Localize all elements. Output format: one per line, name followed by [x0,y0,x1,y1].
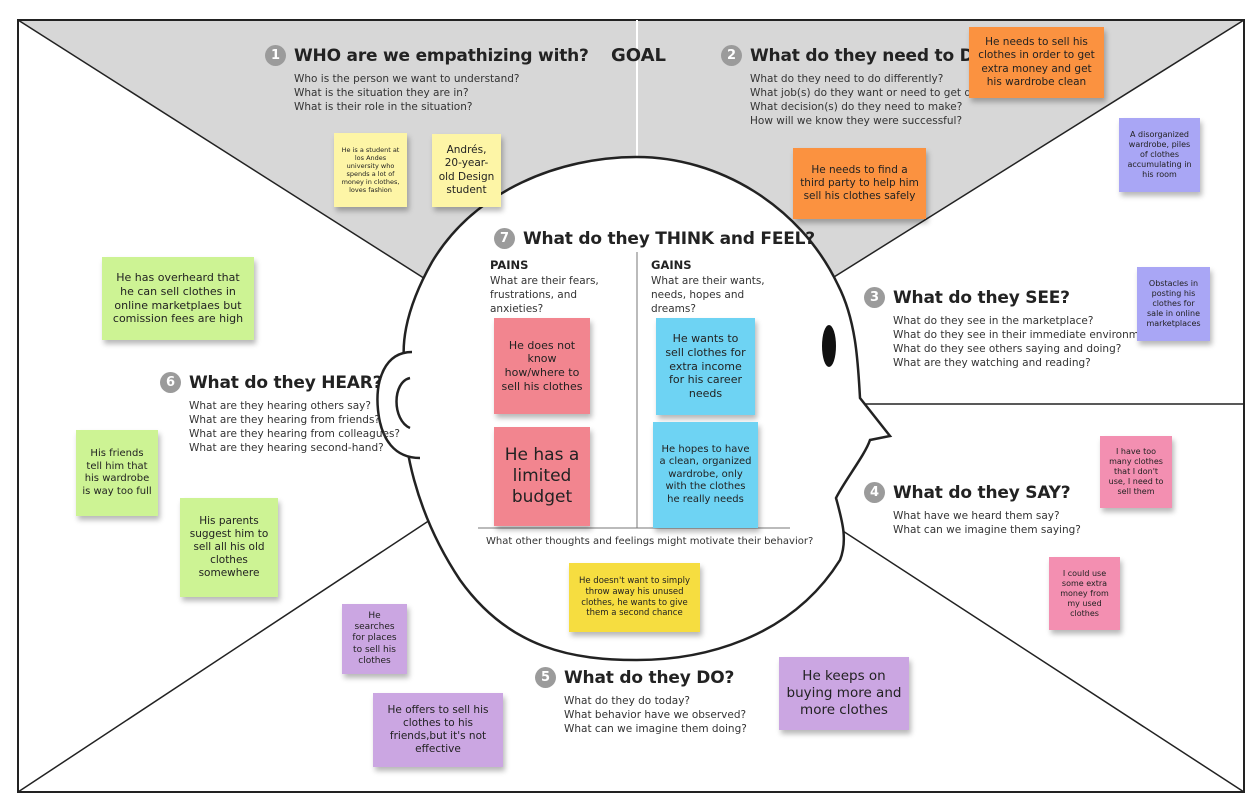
section-title-hear: What do they HEAR? [189,372,383,393]
sticky-note-wants-sell[interactable]: He wants to sell clothes for extra incom… [656,318,755,415]
gains-title: GAINS [651,258,692,272]
head-outline [402,155,893,662]
pains-title: PAINS [490,258,529,272]
question: Who is the person we want to understand? [294,73,520,85]
section-title-see: What do they SEE? [893,287,1070,308]
question: What do they see in their immediate envi… [893,329,1162,341]
divider-diagonal-bottom-left [17,519,431,793]
question: What are they hearing second-hand? [189,442,384,454]
question: What do they do today? [564,695,690,707]
goal-label: GOAL [611,45,666,66]
map-frame [17,19,1245,793]
sticky-note-offers[interactable]: He offers to sell his clothes to his fri… [373,693,503,767]
section-number-3: 3 [864,287,885,308]
sticky-note-obstacles[interactable]: Obstacles in posting his clothes for sal… [1137,267,1210,341]
gains-description: What are their wants, needs, hopes and d… [651,275,765,315]
section-title-who: WHO are we empathizing with? [294,45,589,66]
question: What job(s) do they want or need to get … [750,87,997,99]
question: What are they watching and reading? [893,357,1091,369]
sticky-note-sell-money[interactable]: He needs to sell his clothes in order to… [969,27,1104,98]
ear-inner [395,376,411,430]
sticky-note-student[interactable]: He is a student at los Andes university … [334,133,407,207]
question: What is the situation they are in? [294,87,469,99]
question: What behavior have we observed? [564,709,747,721]
think-bottom-question: What other thoughts and feelings might m… [486,536,814,547]
sticky-note-disorganized[interactable]: A disorganized wardrobe, piles of clothe… [1119,118,1200,192]
section-number-7: 7 [494,228,515,249]
section-number-5: 5 [535,667,556,688]
sticky-note-andres[interactable]: Andrés, 20-year-old Design student [432,134,501,207]
divider-diagonal-top-left [17,19,431,283]
section-number-2: 2 [721,45,742,66]
sticky-note-hopes[interactable]: He hopes to have a clean, organized ward… [653,422,758,528]
sticky-note-extra-money[interactable]: I could use some extra money from my use… [1049,557,1120,630]
question: What do they see in the marketplace? [893,315,1094,327]
section-title-do: What do they DO? [564,667,735,688]
section-need-to-do: 2 What do they need to DO? What do they … [721,45,998,128]
sticky-note-keeps[interactable]: He keeps on buying more and more clothes [779,657,909,730]
sticky-note-friends-tell[interactable]: His friends tell him that his wardrobe i… [76,430,158,516]
section-do: 5 What do they DO? What do they do today… [535,667,747,736]
sticky-note-searches[interactable]: He searches for places to sell his cloth… [342,604,407,674]
sticky-note-budget[interactable]: He has a limited budget [494,427,590,526]
question: What have we heard them say? [893,510,1060,522]
section-title-think-feel: What do they THINK and FEEL? [523,228,815,249]
sticky-note-too-many[interactable]: I have too many clothes that I don't use… [1100,436,1172,508]
sticky-note-throw-away[interactable]: He doesn't want to simply throw away his… [569,563,700,632]
eye [822,325,836,367]
section-title-say: What do they SAY? [893,482,1071,503]
question: How will we know they were successful? [750,115,963,127]
question: What do they see others saying and doing… [893,343,1122,355]
question: What is their role in the situation? [294,101,473,113]
pains-description: What are their fears, frustrations, and … [490,275,599,315]
sticky-note-parents[interactable]: His parents suggest him to sell all his … [180,498,278,597]
section-who: 1 WHO are we empathizing with? Who is th… [265,45,589,114]
question: What decision(s) do they need to make? [750,101,963,113]
section-see: 3 What do they SEE? What do they see in … [864,287,1162,370]
sticky-note-not-know[interactable]: He does not know how/where to sell his c… [494,318,590,414]
divider-diagonal-bottom-right [825,519,1245,793]
section-title-need-to-do: What do they need to DO? [750,45,998,66]
section-hear: 6 What do they HEAR? What are they heari… [160,372,400,455]
section-number-1: 1 [265,45,286,66]
question: What are they hearing from colleagues? [189,428,400,440]
question: What are they hearing others say? [189,400,371,412]
divider-diagonal-top-right [825,19,1245,283]
question: What can we imagine them doing? [564,723,747,735]
sticky-note-third-party[interactable]: He needs to find a third party to help h… [793,148,926,219]
section-think-feel: 7 What do they THINK and FEEL? [494,228,815,249]
question: What can we imagine them saying? [893,524,1081,536]
section-number-4: 4 [864,482,885,503]
sticky-note-overheard[interactable]: He has overheard that he can sell clothe… [102,257,254,340]
section-number-6: 6 [160,372,181,393]
question: What are they hearing from friends? [189,414,380,426]
goal-panel [18,20,1244,281]
section-say: 4 What do they SAY? What have we heard t… [864,482,1081,537]
question: What do they need to do differently? [750,73,944,85]
